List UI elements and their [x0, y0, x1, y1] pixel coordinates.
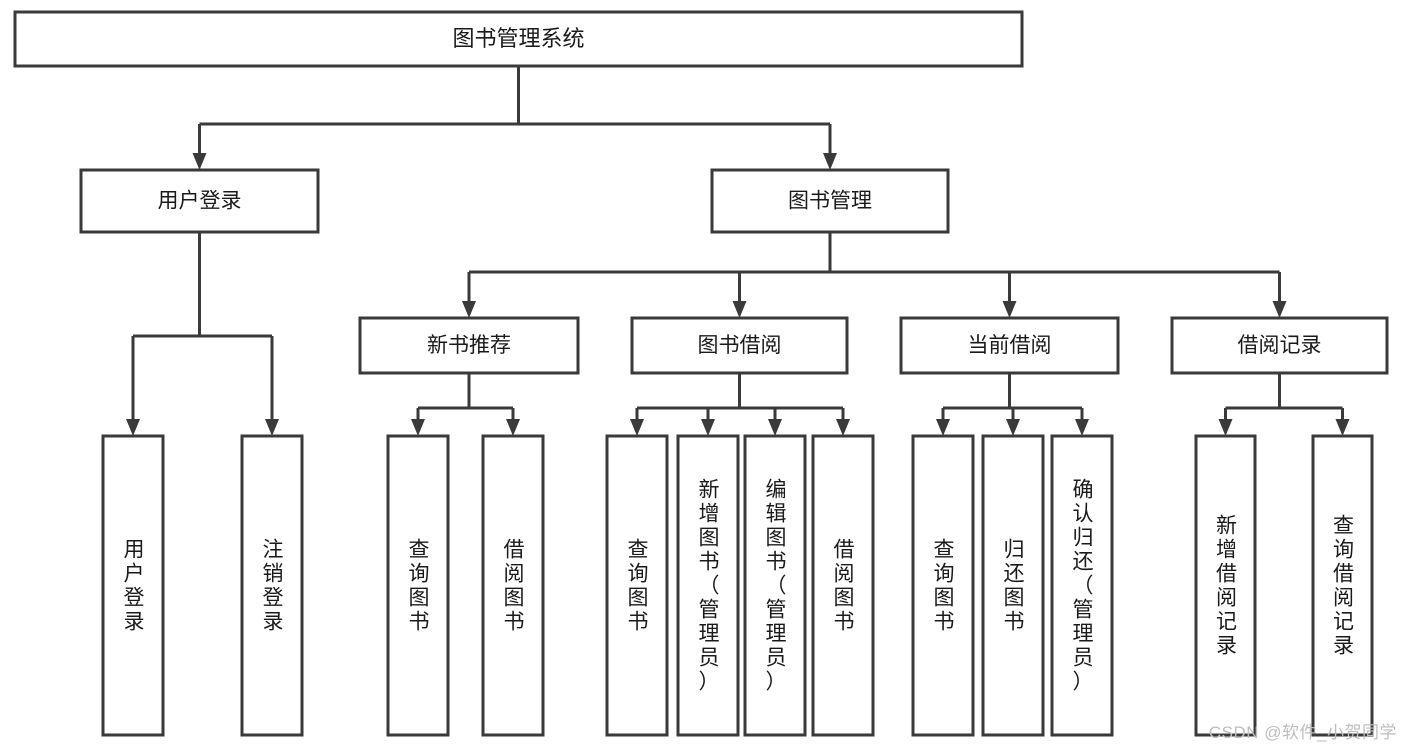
node-label: 当前借阅 — [968, 334, 1052, 357]
node-label-vertical: 查询图书 — [409, 539, 430, 634]
arrow-head — [192, 153, 207, 170]
node-level3-新书推荐[interactable]: 新书推荐 — [358, 316, 580, 375]
node-label: 新书推荐 — [427, 334, 511, 357]
node-label-vertical: 借阅图书 — [504, 539, 525, 634]
node-label: 图书管理系统 — [452, 26, 584, 51]
arrow-head — [506, 419, 520, 436]
node-leaf-借阅记录-新增借阅记录[interactable]: 新增借阅记录 — [1194, 434, 1257, 737]
node-rect — [481, 434, 545, 737]
node-root-图书管理系统[interactable]: 图书管理系统 — [13, 10, 1024, 68]
node-rect — [710, 168, 950, 234]
node-label-vertical: 借阅图书 — [834, 539, 855, 634]
arrow-head — [732, 301, 747, 318]
node-label-vertical: 归还图书 — [1004, 539, 1025, 634]
arrow-head — [1002, 301, 1017, 318]
node-label: 用户登录 — [158, 190, 242, 213]
node-label-vertical: 查询图书 — [934, 539, 955, 634]
arrow-head — [936, 419, 950, 436]
edge-layer — [126, 66, 1350, 436]
node-rect — [676, 434, 740, 737]
node-level2-用户登录[interactable]: 用户登录 — [79, 168, 320, 234]
arrow-head — [1218, 419, 1233, 436]
node-label: 借阅记录 — [1238, 334, 1322, 357]
node-label: 图书管理 — [788, 190, 872, 213]
node-label-vertical: 编辑图书（管理员） — [766, 479, 787, 694]
arrow-head — [1075, 419, 1089, 436]
node-layer: 图书管理系统用户登录图书管理新书推荐图书借阅当前借阅借阅记录用户登录注销登录查询… — [13, 10, 1389, 737]
node-rect — [79, 168, 320, 234]
node-rect — [1050, 434, 1114, 737]
node-leaf-借阅记录-查询借阅记录[interactable]: 查询借阅记录 — [1311, 434, 1374, 737]
arrow-head — [462, 301, 476, 318]
node-rect — [240, 434, 304, 737]
node-leaf-用户登录-用户登录[interactable]: 用户登录 — [101, 434, 165, 737]
node-rect — [101, 434, 165, 737]
node-label-vertical: 用户登录 — [124, 539, 145, 634]
node-label-vertical: 注销登录 — [263, 539, 284, 634]
node-label-vertical: 查询图书 — [628, 539, 649, 634]
node-rect — [1311, 434, 1374, 737]
node-rect — [358, 316, 580, 375]
node-leaf-图书借阅-新增图书（管理员）[interactable]: 新增图书（管理员） — [676, 434, 740, 737]
node-leaf-当前借阅-查询图书[interactable]: 查询图书 — [911, 434, 975, 737]
arrow-head — [265, 419, 279, 436]
node-rect — [743, 434, 807, 737]
node-leaf-新书推荐-借阅图书[interactable]: 借阅图书 — [481, 434, 545, 737]
node-leaf-当前借阅-确认归还（管理员）[interactable]: 确认归还（管理员） — [1050, 434, 1114, 737]
node-rect — [1194, 434, 1257, 737]
node-level3-图书借阅[interactable]: 图书借阅 — [630, 316, 849, 375]
node-rect — [605, 434, 669, 737]
node-leaf-图书借阅-借阅图书[interactable]: 借阅图书 — [811, 434, 875, 737]
node-rect — [811, 434, 875, 737]
arrow-head — [1335, 419, 1350, 436]
node-label-vertical: 新增借阅记录 — [1216, 515, 1237, 658]
node-level3-借阅记录[interactable]: 借阅记录 — [1170, 316, 1389, 375]
arrow-head — [1006, 419, 1020, 436]
node-level3-当前借阅[interactable]: 当前借阅 — [899, 316, 1120, 375]
arrow-head — [701, 419, 715, 436]
node-label-vertical: 新增图书（管理员） — [699, 479, 720, 694]
node-rect — [981, 434, 1045, 737]
arrow-head — [630, 419, 644, 436]
node-leaf-图书借阅-查询图书[interactable]: 查询图书 — [605, 434, 669, 737]
node-rect — [911, 434, 975, 737]
arrow-head — [126, 419, 140, 436]
node-rect — [386, 434, 450, 737]
node-rect — [13, 10, 1024, 68]
node-rect — [899, 316, 1120, 375]
node-label-vertical: 确认归还（管理员） — [1073, 479, 1094, 694]
node-leaf-当前借阅-归还图书[interactable]: 归还图书 — [981, 434, 1045, 737]
node-leaf-新书推荐-查询图书[interactable]: 查询图书 — [386, 434, 450, 737]
arrow-head — [1272, 301, 1287, 318]
arrow-head — [823, 153, 837, 170]
node-leaf-用户登录-注销登录[interactable]: 注销登录 — [240, 434, 304, 737]
node-leaf-图书借阅-编辑图书（管理员）[interactable]: 编辑图书（管理员） — [743, 434, 807, 737]
node-rect — [1170, 316, 1389, 375]
node-label-vertical: 查询借阅记录 — [1333, 515, 1354, 658]
arrow-head — [836, 419, 850, 436]
node-rect — [630, 316, 849, 375]
watermark-text: CSDN @软件_小贺同学 — [1208, 723, 1397, 742]
node-level2-图书管理[interactable]: 图书管理 — [710, 168, 950, 234]
node-label: 图书借阅 — [698, 334, 782, 357]
arrow-head — [411, 419, 425, 436]
arrow-head — [768, 419, 782, 436]
